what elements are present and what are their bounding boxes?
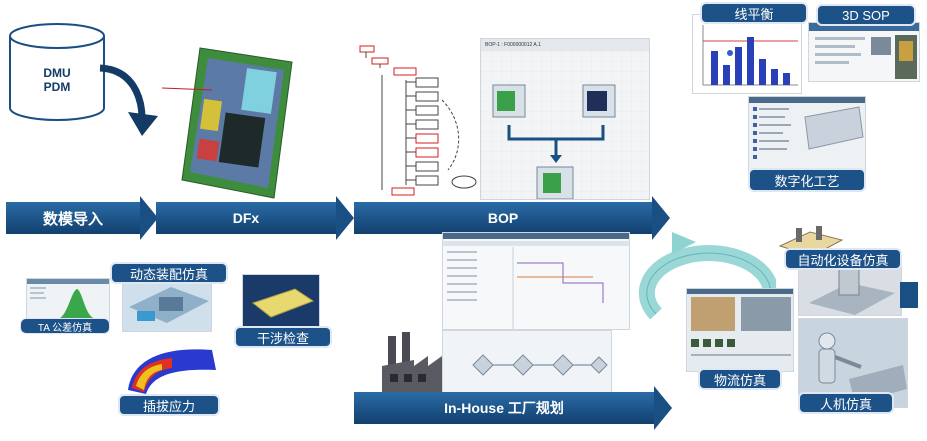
label-logistics-sim: 物流仿真 [698, 368, 782, 390]
db-label-pdm: PDM [43, 80, 71, 94]
stage-arrow-dfx: DFx [156, 196, 354, 240]
label-digital-process: 数字化工艺 [748, 168, 866, 192]
label-interference: 干涉检查 [234, 326, 332, 348]
line-balance-chart [692, 14, 802, 94]
database-icon [9, 23, 105, 121]
ta-tolerance-screenshot [26, 278, 110, 324]
automation-sim-image-2 [798, 262, 902, 316]
stage-arrow-inhouse: In-House 工厂规划 [354, 386, 672, 430]
label-automation-sim: 自动化设备仿真 [784, 248, 902, 270]
curved-arrow-icon [99, 64, 158, 136]
factory-icon [382, 332, 442, 392]
label-ergonomics-sim: 人机仿真 [798, 392, 894, 414]
dynamic-assembly-image [122, 276, 212, 332]
digital-process-screenshot [748, 96, 866, 178]
label-dynamic-assembly: 动态装配仿真 [110, 262, 228, 284]
dfx-pcb-image [162, 40, 302, 200]
label-ta-tolerance: TA 公差仿真 [20, 318, 110, 334]
db-label-dmu: DMU [43, 66, 71, 80]
stage-bop-label: BOP [487, 210, 519, 226]
stage-inhouse-label: In-House 工厂规划 [444, 400, 564, 416]
stage-dfx-label: DFx [232, 210, 260, 226]
sop-3d-screenshot [808, 22, 920, 82]
logistics-sim-screenshot [686, 288, 794, 372]
inhouse-flow-screenshot [442, 330, 612, 400]
stage-arrow-import: 数模导入 [6, 196, 158, 240]
bop-window-title: BOP-1 : F000000012 A.1 [481, 39, 649, 51]
insertion-stress-image [122, 340, 220, 396]
label-line-balance: 线平衡 [700, 2, 808, 24]
bop-tree-diagram [352, 40, 480, 200]
label-3d-sop: 3D SOP [816, 4, 916, 26]
label-insertion-stress: 插拔应力 [118, 394, 220, 416]
stage-arrow-bop: BOP [354, 196, 670, 240]
bop-flow-window: BOP-1 : F000000012 A.1 [480, 38, 650, 200]
inhouse-gantt-screenshot [442, 232, 630, 330]
stage-import-label: 数模导入 [42, 210, 103, 228]
interference-check-image [242, 274, 320, 330]
automation-side-arrow [900, 282, 918, 308]
database-cylinder: DMU PDM [8, 22, 106, 122]
